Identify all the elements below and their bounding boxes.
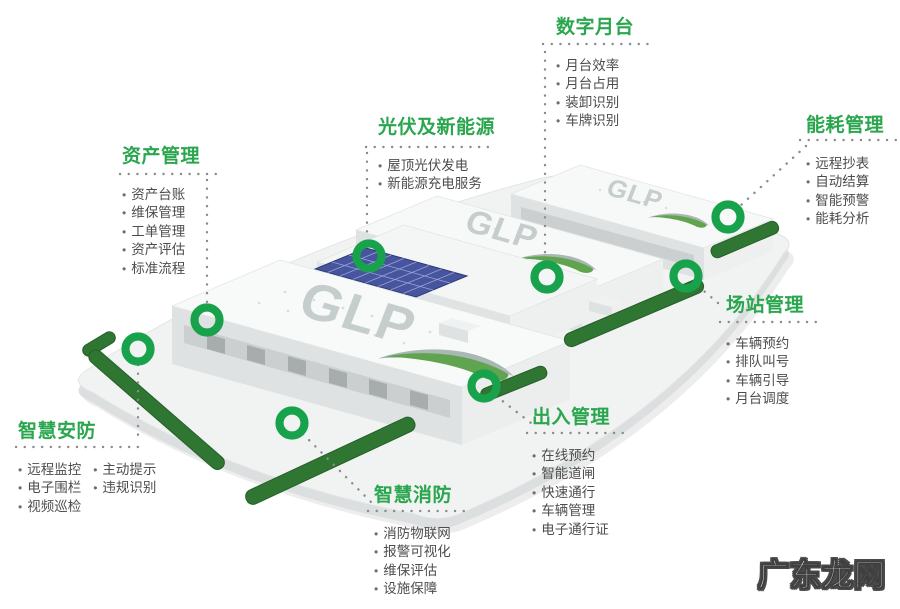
group-item: 装卸识别 bbox=[556, 94, 634, 112]
group-item: 车牌识别 bbox=[556, 112, 634, 130]
group-title: 智慧安防 bbox=[18, 421, 97, 442]
group-item: 主动提示 bbox=[93, 461, 156, 479]
group-item: 报警可视化 bbox=[374, 543, 452, 561]
group-item: 资产台账 bbox=[122, 186, 200, 204]
group-title: 能耗管理 bbox=[806, 115, 885, 136]
group-item: 排队叫号 bbox=[726, 353, 804, 371]
label-group-asset-management: 资产管理 资产台账 维保管理 工单管理 资产评估 标准流程 bbox=[122, 141, 200, 278]
group-item: 新能源充电服务 bbox=[378, 175, 495, 193]
connector-fire bbox=[301, 432, 374, 505]
hedge bbox=[82, 331, 116, 357]
label-group-smart-security: 智慧安防 远程监控 电子围栏 视频巡检 主动提示 违规识别 bbox=[18, 416, 156, 516]
group-title: 光伏及新能源 bbox=[378, 117, 496, 138]
group-title: 智慧消防 bbox=[374, 485, 453, 506]
group-item: 违规识别 bbox=[93, 479, 156, 497]
group-items: 资产台账 维保管理 工单管理 资产评估 标准流程 bbox=[122, 186, 200, 278]
group-item: 标准流程 bbox=[122, 260, 200, 278]
label-group-smart-fire: 智慧消防 消防物联网 报警可视化 维保评估 设施保障 bbox=[374, 480, 452, 599]
group-item: 月台效率 bbox=[556, 57, 634, 75]
guard-house bbox=[439, 296, 623, 343]
group-item: 维保管理 bbox=[122, 204, 200, 222]
group-item: 快速通行 bbox=[532, 484, 610, 502]
group-items: 远程监控 电子围栏 视频巡检 bbox=[18, 461, 81, 516]
ring-marker-fire bbox=[275, 406, 309, 440]
group-item: 智能道闸 bbox=[532, 465, 610, 483]
connector-yard bbox=[696, 284, 726, 310]
label-group-access-management: 出入管理 在线预约 智能道闸 快速通行 车辆管理 电子通行证 bbox=[532, 402, 610, 539]
connector-energy bbox=[738, 144, 808, 208]
group-item: 电子围栏 bbox=[18, 479, 81, 497]
group-items: 车辆预约 排队叫号 车辆引导 月台调度 bbox=[726, 335, 804, 409]
ring-marker-asset bbox=[190, 303, 224, 337]
group-items: 月台效率 月台占用 装卸识别 车牌识别 bbox=[556, 57, 634, 131]
group-item: 车辆管理 bbox=[532, 502, 610, 520]
group-item: 远程抄表 bbox=[806, 155, 884, 173]
group-item: 维保评估 bbox=[374, 562, 452, 580]
ring-marker-solar bbox=[352, 239, 386, 273]
ring-marker-yard bbox=[669, 259, 703, 293]
group-items: 主动提示 违规识别 bbox=[93, 461, 156, 516]
watermark: 广东龙网 bbox=[758, 558, 886, 594]
hedge bbox=[88, 349, 225, 470]
group-item: 视频巡检 bbox=[18, 498, 81, 516]
group-item: 工单管理 bbox=[122, 223, 200, 241]
group-item: 远程监控 bbox=[18, 461, 81, 479]
group-item: 在线预约 bbox=[532, 447, 610, 465]
group-items: 远程抄表 自动结算 智能预警 能耗分析 bbox=[806, 155, 884, 229]
label-group-solar-energy: 光伏及新能源 屋顶光伏发电 新能源充电服务 bbox=[378, 112, 495, 194]
label-group-yard-management: 场站管理 车辆预约 排队叫号 车辆引导 月台调度 bbox=[726, 290, 804, 409]
group-item: 资产评估 bbox=[122, 241, 200, 259]
ring-marker-dock bbox=[530, 260, 564, 294]
group-item: 月台调度 bbox=[726, 390, 804, 408]
hedge bbox=[563, 278, 705, 348]
group-item: 设施保障 bbox=[374, 580, 452, 598]
ring-marker-security bbox=[121, 332, 155, 366]
group-item: 消防物联网 bbox=[374, 525, 452, 543]
label-group-digital-dock: 数字月台 月台效率 月台占用 装卸识别 车牌识别 bbox=[556, 12, 634, 131]
security-columns: 远程监控 电子围栏 视频巡检 主动提示 违规识别 bbox=[18, 443, 156, 516]
group-item: 月台占用 bbox=[556, 75, 634, 93]
hedge bbox=[245, 416, 416, 505]
group-items: 屋顶光伏发电 新能源充电服务 bbox=[378, 157, 495, 194]
group-items: 消防物联网 报警可视化 维保评估 设施保障 bbox=[374, 525, 452, 599]
ring-marker-energy bbox=[711, 200, 745, 234]
group-item: 屋顶光伏发电 bbox=[378, 157, 495, 175]
group-title: 数字月台 bbox=[556, 17, 635, 38]
group-title: 场站管理 bbox=[726, 295, 805, 316]
ring-marker-access bbox=[467, 369, 501, 403]
group-item: 智能预警 bbox=[806, 192, 884, 210]
group-items: 在线预约 智能道闸 快速通行 车辆管理 电子通行证 bbox=[532, 447, 610, 539]
group-item: 车辆预约 bbox=[726, 335, 804, 353]
group-title: 出入管理 bbox=[532, 407, 611, 428]
group-title: 资产管理 bbox=[122, 146, 201, 167]
group-item: 电子通行证 bbox=[532, 521, 610, 539]
label-group-energy-management: 能耗管理 远程抄表 自动结算 智能预警 能耗分析 bbox=[806, 110, 884, 229]
hedge bbox=[710, 220, 780, 259]
group-item: 自动结算 bbox=[806, 173, 884, 191]
group-item: 能耗分析 bbox=[806, 210, 884, 228]
group-item: 车辆引导 bbox=[726, 372, 804, 390]
